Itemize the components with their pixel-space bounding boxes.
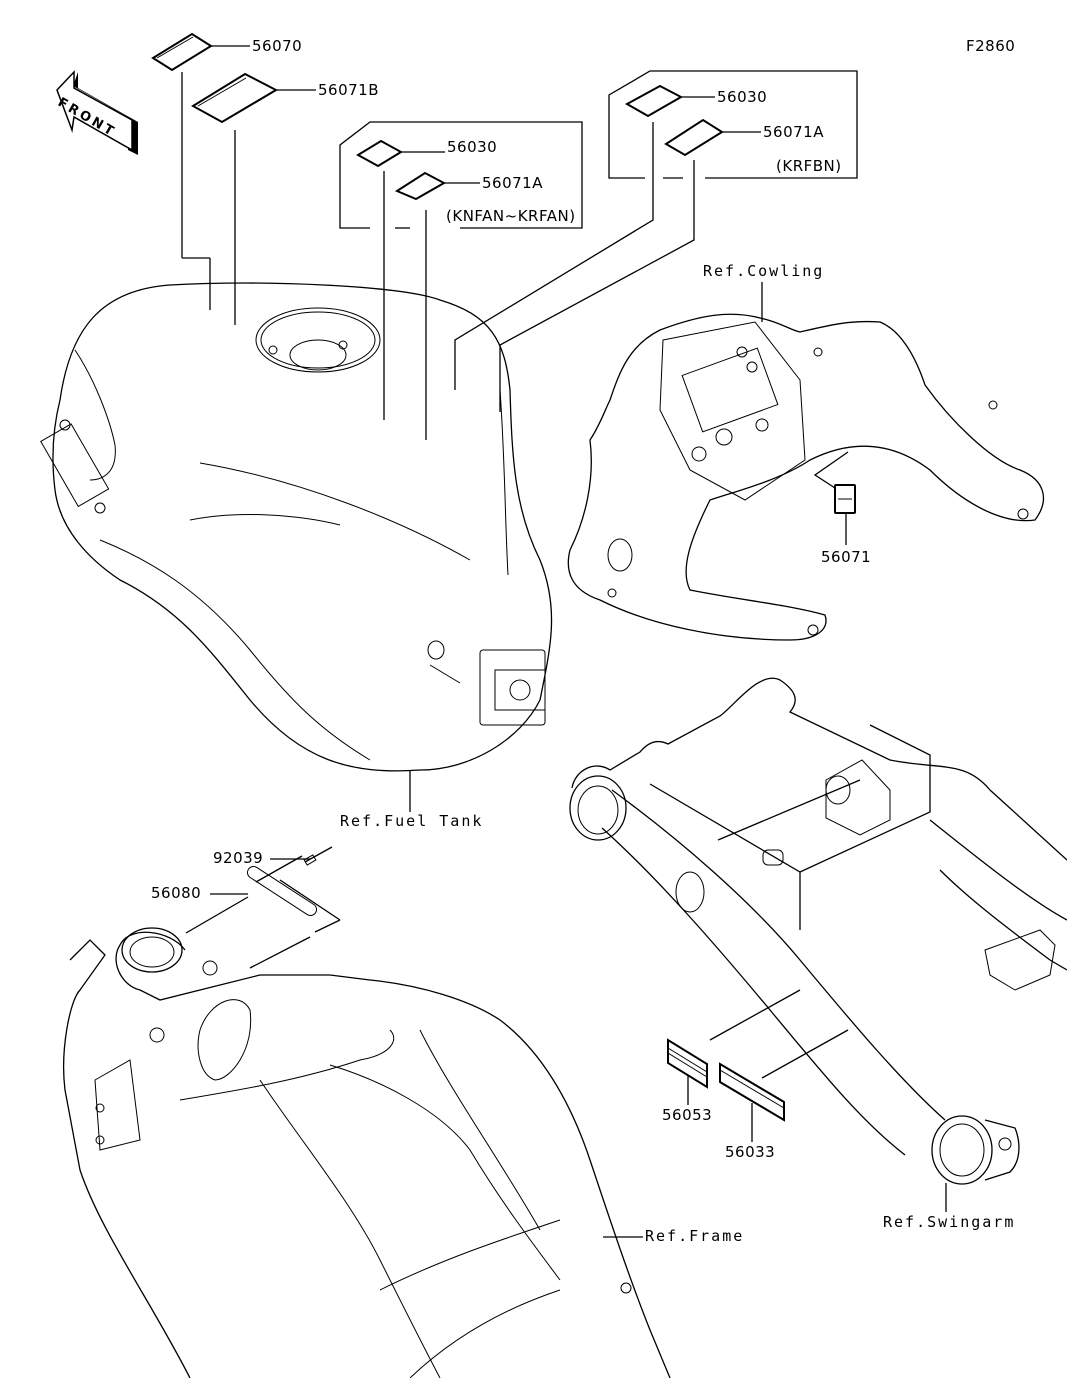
fuel-tank-bracket-left <box>40 419 110 514</box>
ref-frame-label[interactable]: Ref.Frame <box>645 1227 745 1245</box>
decal-56071B <box>191 72 316 325</box>
callout-92039[interactable]: 92039 <box>213 849 264 867</box>
front-arrow-icon <box>56 70 138 155</box>
callout-56033[interactable]: 56033 <box>725 1143 776 1161</box>
callout-56071B[interactable]: 56071B <box>318 81 380 99</box>
cowling <box>567 282 1044 641</box>
callout-56030-group-a[interactable]: 56030 <box>447 138 498 156</box>
fuel-tank <box>40 282 553 812</box>
figure-id: F2860 <box>966 37 1016 55</box>
callout-56053[interactable]: 56053 <box>662 1106 713 1124</box>
callout-56070[interactable]: 56070 <box>252 37 303 55</box>
callout-56080[interactable]: 56080 <box>151 884 202 902</box>
callout-56071A-group-b[interactable]: 56071A <box>763 123 824 141</box>
callout-56030-group-b[interactable]: 56030 <box>717 88 768 106</box>
applicability-note-group-b: (KRFBN) <box>776 157 842 175</box>
ref-cowling-label[interactable]: Ref.Cowling <box>703 262 825 280</box>
decal-56053 <box>667 989 801 1105</box>
decal-56033 <box>719 1029 849 1142</box>
plate-56080 <box>185 855 341 969</box>
group-a-bracket <box>339 121 583 440</box>
rivet-92039 <box>270 846 333 866</box>
applicability-note-group-a: (KNFAN~KRFAN) <box>446 207 576 225</box>
frame <box>63 846 671 1378</box>
group-b-bracket <box>454 70 858 412</box>
callout-56071[interactable]: 56071 <box>821 548 872 566</box>
ref-swingarm-label[interactable]: Ref.Swingarm <box>883 1213 1016 1231</box>
swingarm <box>569 677 1067 1212</box>
callout-56071A-group-a[interactable]: 56071A <box>482 174 543 192</box>
decal-56071 <box>813 451 856 545</box>
ref-fuel-tank-label[interactable]: Ref.Fuel Tank <box>340 812 484 830</box>
decal-56070 <box>151 32 250 259</box>
fuel-tank-bracket-rear <box>427 640 546 726</box>
